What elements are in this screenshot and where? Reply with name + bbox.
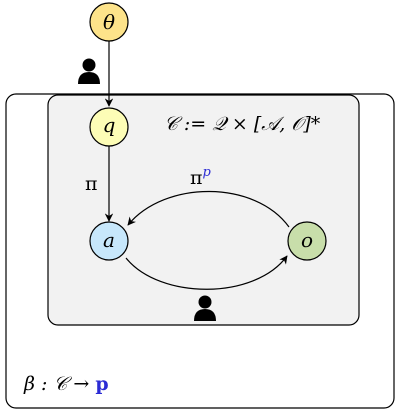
beta-mapping-rhs: p — [95, 373, 108, 395]
edge-a-o — [125, 255, 288, 290]
edge-o-a-label-sup: p — [203, 165, 212, 180]
edge-q-a-label: π — [85, 173, 98, 195]
beta-mapping-lhs: β : 𝒞 → — [23, 373, 95, 395]
beta-mapping: β : 𝒞 → p — [23, 373, 109, 395]
node-o: o — [287, 221, 327, 261]
node-theta-label: θ — [103, 10, 115, 34]
node-a-label: a — [103, 228, 115, 252]
user-icon-bottom — [194, 295, 216, 321]
inner-box — [47, 94, 360, 326]
node-q: q — [89, 107, 129, 147]
context-definition: 𝒞 := 𝒬 × [𝒜, 𝒪]* — [164, 113, 321, 135]
node-theta: θ — [89, 2, 129, 42]
edge-o-a — [127, 191, 290, 228]
edge-o-a-label-base: π — [190, 167, 203, 189]
node-q-label: q — [103, 113, 116, 137]
node-o-label: o — [301, 228, 313, 252]
node-a: a — [89, 221, 129, 261]
user-icon-top — [78, 58, 100, 84]
edge-o-a-label: πp — [190, 165, 212, 189]
